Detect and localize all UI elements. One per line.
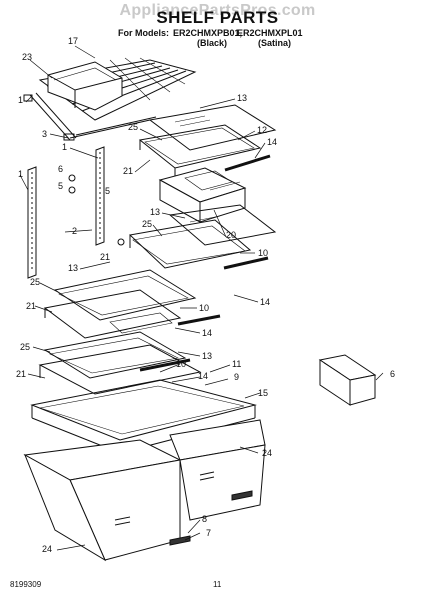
callout-25b: 25	[142, 219, 152, 229]
callout-17: 17	[68, 36, 78, 46]
leader-lines	[19, 45, 384, 551]
callout-5b: 5	[105, 186, 110, 196]
callout-13b: 13	[150, 207, 160, 217]
callout-2: 2	[72, 226, 77, 236]
callout-1b: 1	[62, 142, 67, 152]
finish-1: (Black)	[197, 38, 228, 48]
crisper-drawer	[23, 419, 266, 562]
callout-1: 1	[18, 95, 23, 105]
callout-labels: 17 23 1 3 13 25 12 14 21 1 6 5 20 5 13 2…	[16, 36, 395, 554]
slide-rail	[169, 490, 253, 546]
callout-13: 13	[237, 93, 247, 103]
callout-10c: 10	[176, 359, 186, 369]
callout-8: 8	[202, 514, 207, 524]
shelf-frame	[138, 124, 262, 176]
callout-6b: 6	[390, 369, 395, 379]
callout-20: 20	[226, 230, 236, 240]
callout-3: 3	[42, 129, 47, 139]
callout-21d: 21	[16, 369, 26, 379]
callout-13c: 13	[68, 263, 78, 273]
callout-6: 6	[58, 164, 63, 174]
shelf-rails	[23, 92, 157, 141]
callout-25c: 25	[30, 277, 40, 287]
bin-basket	[47, 61, 123, 111]
callout-12: 12	[257, 125, 267, 135]
callout-14b: 14	[260, 297, 270, 307]
models-prefix: For Models:	[118, 28, 169, 38]
door-bin	[318, 354, 377, 406]
callout-25d: 25	[20, 342, 30, 352]
glass-shelf-mid	[128, 204, 277, 269]
page-title: SHELF PARTS	[156, 8, 279, 27]
callout-15: 15	[258, 388, 268, 398]
part-number: 8199309	[10, 580, 42, 589]
callout-9: 9	[234, 372, 239, 382]
callout-25: 25	[128, 122, 138, 132]
callout-14: 14	[267, 137, 277, 147]
glass-shelf-lower	[43, 269, 197, 339]
trim-bar	[139, 154, 271, 372]
model-2: ER2CHMXPL01	[237, 28, 303, 38]
callout-10: 10	[258, 248, 268, 258]
callout-24b: 24	[42, 544, 52, 554]
deli-drawer	[158, 167, 247, 223]
glass-shelf-bottom	[38, 331, 202, 395]
callout-14c: 14	[202, 328, 212, 338]
callout-23: 23	[22, 52, 32, 62]
callout-21b: 21	[100, 252, 110, 262]
callout-13d: 13	[202, 351, 212, 361]
shelf-channel	[27, 146, 105, 279]
model-1: ER2CHMXPB01,	[173, 28, 243, 38]
callout-24: 24	[262, 448, 272, 458]
callout-11: 11	[232, 359, 241, 369]
page-number: 11	[213, 580, 222, 589]
callout-21c: 21	[26, 301, 36, 311]
callout-7: 7	[206, 528, 211, 538]
callout-14d: 14	[198, 371, 208, 381]
callout-10b: 10	[199, 303, 209, 313]
callout-21: 21	[123, 166, 133, 176]
finish-2: (Satina)	[258, 38, 292, 48]
callout-1c: 1	[18, 169, 23, 179]
screw	[68, 174, 125, 246]
watermark: AppliancePartsPros.com	[119, 2, 316, 19]
glass-shelf	[148, 104, 277, 151]
callout-5: 5	[58, 181, 63, 191]
